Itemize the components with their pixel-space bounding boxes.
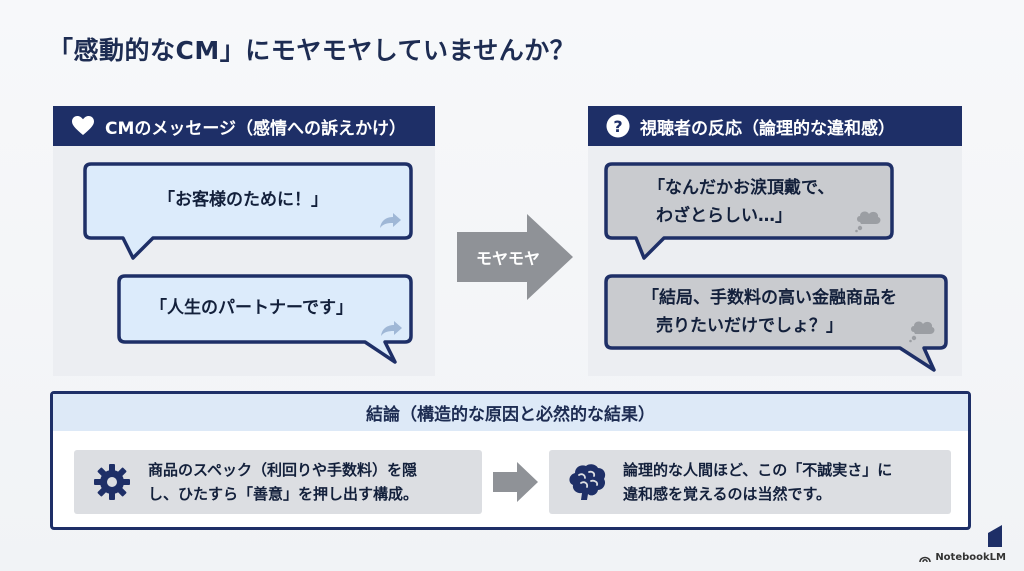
result-text-line: 違和感を覚えるのは当然です。: [623, 485, 832, 503]
cause-box: 商品のスペック（利回りや手数料）を隠 し、ひたすら「善意」を押し出す構成。: [74, 450, 482, 514]
heart-icon: [71, 114, 95, 138]
viewer-bubble-line: 「結局、手数料の高い金融商品を: [642, 288, 897, 308]
cm-message-panel: CMのメッセージ（感情への訴えかけ） 「お客様のために！」 「人生のパートナーで…: [53, 106, 435, 376]
conclusion-box: 結論（構造的な原因と必然的な結果） 商品のスペック（利回りや手数料）を: [50, 391, 971, 530]
moyamoya-arrow: モヤモヤ: [457, 214, 573, 300]
notebooklm-logo-icon: [919, 553, 932, 563]
viewer-reaction-panel-title: 視聴者の反応（論理的な違和感）: [640, 118, 895, 139]
cm-bubble-text: 「お客様のために！」: [158, 190, 328, 210]
conclusion-arrow: [493, 462, 538, 502]
viewer-speech-bubble: 「なんだかお涙頂戴で、 わざとらしい…」: [604, 162, 896, 264]
result-text-line: 論理的な人間ほど、この「不誠実さ」に: [623, 461, 893, 479]
result-box: 論理的な人間ほど、この「不誠実さ」に 違和感を覚えるのは当然です。: [549, 450, 951, 514]
cause-text-line: し、ひたすら「善意」を押し出す構成。: [148, 485, 419, 503]
conclusion-header: 結論（構造的な原因と必然的な結果）: [53, 394, 968, 431]
notebooklm-corner-mark: [988, 525, 1002, 547]
cm-speech-bubble: 「お客様のために！」: [83, 162, 413, 264]
viewer-bubble-line: 「なんだかお涙頂戴で、: [648, 178, 835, 198]
svg-text:?: ?: [613, 117, 622, 136]
notebooklm-brand: NotebookLM: [919, 552, 1006, 563]
viewer-reaction-panel-header: ? 視聴者の反応（論理的な違和感）: [588, 106, 962, 146]
result-text: 論理的な人間ほど、この「不誠実さ」に 違和感を覚えるのは当然です。: [623, 458, 892, 506]
moyamoya-label: モヤモヤ: [475, 249, 540, 268]
question-icon: ?: [606, 114, 630, 138]
viewer-bubble-line: 売りたいだけでしょ？」: [656, 316, 843, 336]
cause-text-line: 商品のスペック（利回りや手数料）を隠: [148, 461, 417, 479]
cause-text: 商品のスペック（利回りや手数料）を隠 し、ひたすら「善意」を押し出す構成。: [148, 458, 418, 506]
viewer-speech-bubble: 「結局、手数料の高い金融商品を 売りたいだけでしょ？」: [604, 274, 952, 378]
viewer-bubble-line: わざとらしい…」: [656, 206, 792, 226]
page-title: 「感動的なCM」にモヤモヤしていませんか？: [48, 36, 576, 65]
cm-message-panel-header: CMのメッセージ（感情への訴えかけ）: [53, 106, 435, 146]
notebooklm-label: NotebookLM: [935, 552, 1006, 563]
brain-icon: [565, 460, 609, 504]
cm-message-panel-title: CMのメッセージ（感情への訴えかけ）: [105, 118, 407, 139]
cm-bubble-text: 「人生のパートナーです」: [150, 298, 353, 318]
cm-speech-bubble: 「人生のパートナーです」: [117, 274, 413, 366]
viewer-reaction-panel: ? 視聴者の反応（論理的な違和感） 「なんだかお涙頂戴で、 わざとらしい…」 「…: [588, 106, 962, 376]
gear-icon: [90, 460, 134, 504]
